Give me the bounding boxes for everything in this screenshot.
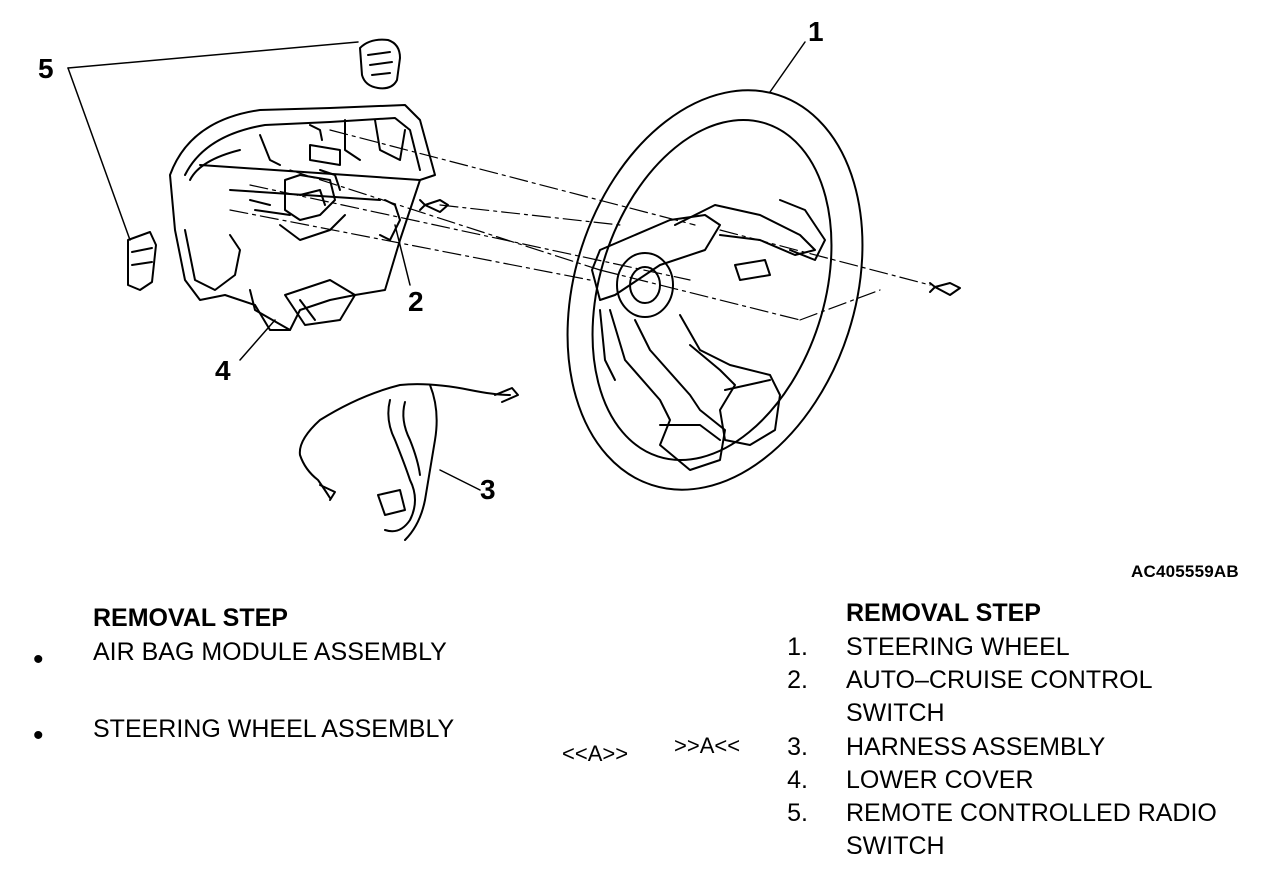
bullet-icon: • — [33, 643, 44, 676]
marker-left: <<A>> — [562, 741, 629, 766]
callout-2: 2 — [408, 286, 424, 317]
left-item-airbag: AIR BAG MODULE ASSEMBLY — [93, 638, 447, 666]
step-number: 5. — [787, 799, 808, 827]
step-5-label: REMOTE CONTROLLED RADIO — [846, 799, 1217, 827]
step-1-label: STEERING WHEEL — [846, 633, 1070, 661]
screw-right — [929, 282, 961, 296]
radio-switch-lower — [127, 231, 157, 291]
harness-part — [298, 383, 519, 541]
callout-5: 5 — [38, 53, 54, 84]
step-2-label-cont: SWITCH — [846, 699, 945, 727]
left-removal-heading: REMOVAL STEP — [93, 604, 288, 632]
exploded-view-drawing — [67, 38, 961, 541]
callout-3: 3 — [480, 474, 496, 505]
callout-4: 4 — [215, 355, 231, 386]
screw-left — [419, 199, 449, 213]
marker-right: >>A<< — [674, 733, 741, 758]
step-number: 2. — [787, 666, 808, 694]
step-4-label: LOWER COVER — [846, 766, 1034, 794]
left-item-steering-wheel-assembly: STEERING WHEEL ASSEMBLY — [93, 715, 455, 743]
figure-id: AC405559AB — [1131, 562, 1239, 581]
leader-lines — [67, 41, 806, 491]
step-number: 4. — [787, 766, 808, 794]
steering-wheel-part — [566, 89, 864, 491]
step-5-label-cont: SWITCH — [846, 832, 945, 860]
bullet-icon: • — [33, 719, 44, 752]
alignment-lines — [229, 129, 931, 321]
radio-switch-upper — [359, 38, 401, 90]
step-2-label: AUTO–CRUISE CONTROL — [846, 666, 1153, 694]
right-removal-heading: REMOVAL STEP — [846, 599, 1041, 627]
step-number: 3. — [787, 733, 808, 761]
callout-1: 1 — [808, 16, 824, 47]
step-number: 1. — [787, 633, 808, 661]
lower-cover-part — [169, 104, 436, 331]
step-3-label: HARNESS ASSEMBLY — [846, 733, 1106, 761]
